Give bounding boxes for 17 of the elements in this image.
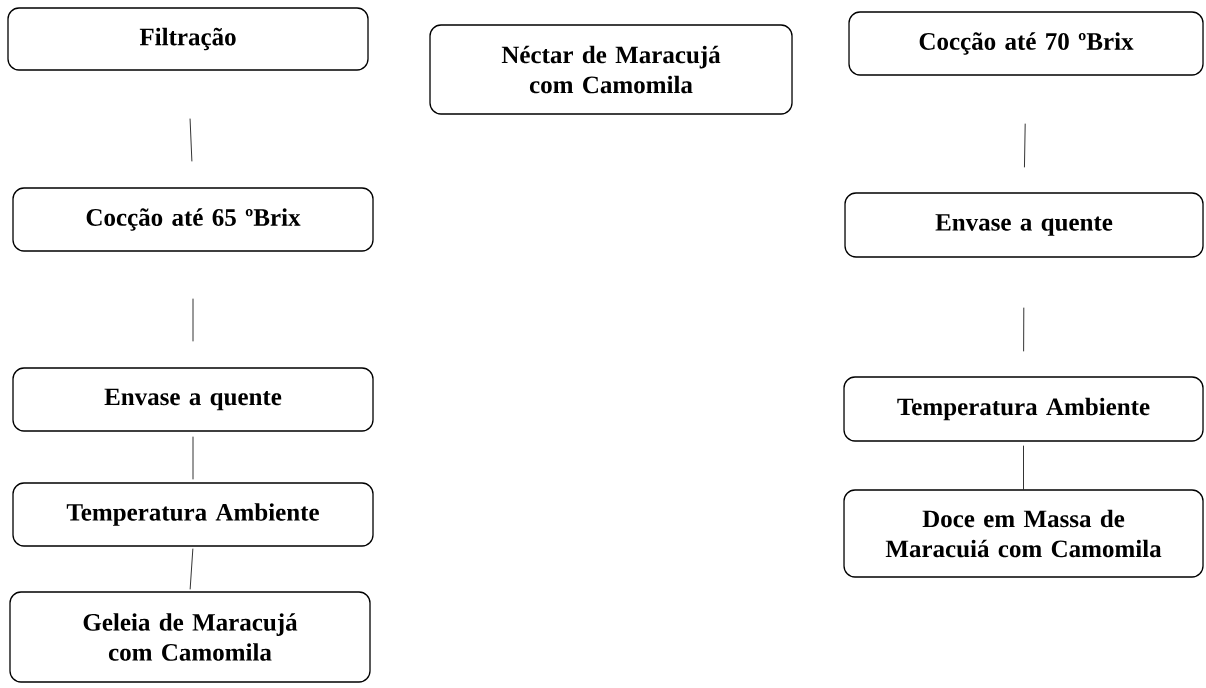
connector-line (192, 436, 194, 480)
process-box: Cocção até 65 ºBrix (12, 187, 374, 252)
process-box: Filtração (7, 7, 369, 71)
connector-line (189, 118, 193, 162)
connector-line (1023, 307, 1025, 352)
process-box: Temperatura Ambiente (843, 376, 1204, 442)
connector-line (1023, 445, 1024, 490)
process-box: Envase a quente (12, 367, 374, 432)
process-box: Envase a quente (844, 192, 1204, 258)
process-box: Temperatura Ambiente (12, 482, 374, 547)
connector-line (1024, 123, 1026, 168)
connector-line (192, 298, 194, 342)
process-box: Néctar de Maracujá com Camomila (429, 24, 793, 115)
process-box: Cocção até 70 ºBrix (848, 11, 1204, 76)
process-box: Geleia de Maracujá com Camomila (9, 591, 371, 683)
process-box: Doce em Massa de Maracuiá com Camomila (843, 489, 1204, 578)
connector-line (189, 548, 194, 590)
